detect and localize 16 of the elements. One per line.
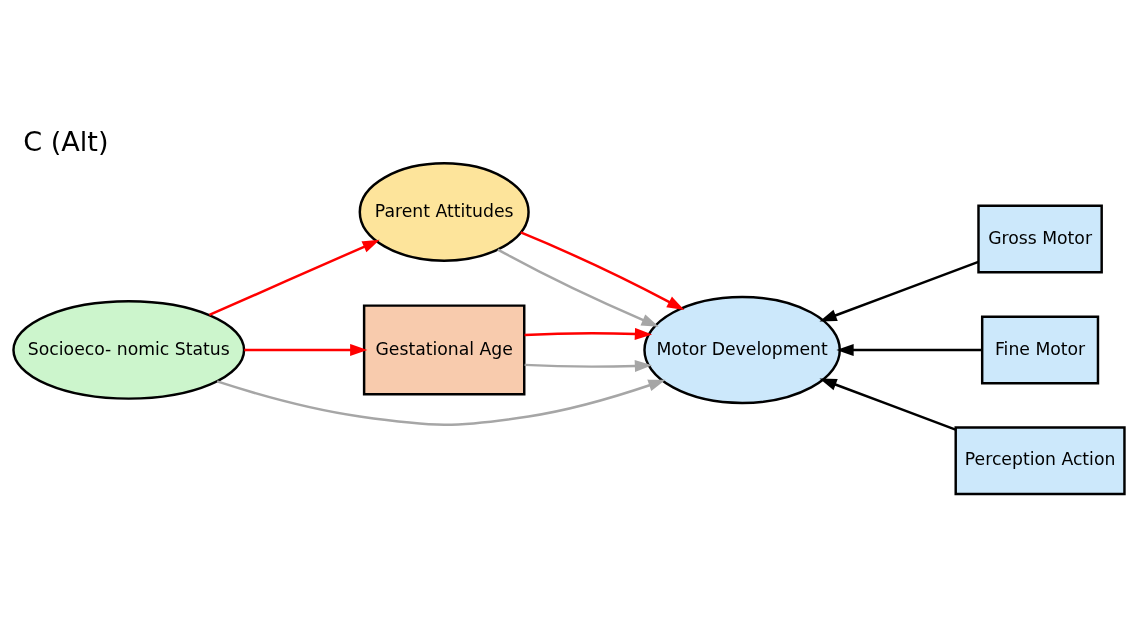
arrow — [819, 378, 956, 431]
node-box: Fine Motor — [980, 315, 1100, 385]
arrow — [497, 248, 659, 327]
diagram-title: C (Alt) — [23, 125, 109, 157]
node-ellipse: Socioeco- nomic Status — [12, 300, 246, 400]
arrow — [520, 231, 685, 311]
arrow — [208, 239, 380, 317]
node-box: Perception Action — [954, 426, 1126, 496]
node-box: Gross Motor — [977, 204, 1103, 274]
arrow — [216, 379, 666, 426]
arrow — [524, 359, 653, 373]
arrow — [244, 343, 368, 356]
arrow — [819, 260, 979, 322]
node-box: Gestational Age — [362, 304, 526, 396]
arrow — [836, 343, 982, 356]
arrow — [524, 327, 653, 340]
